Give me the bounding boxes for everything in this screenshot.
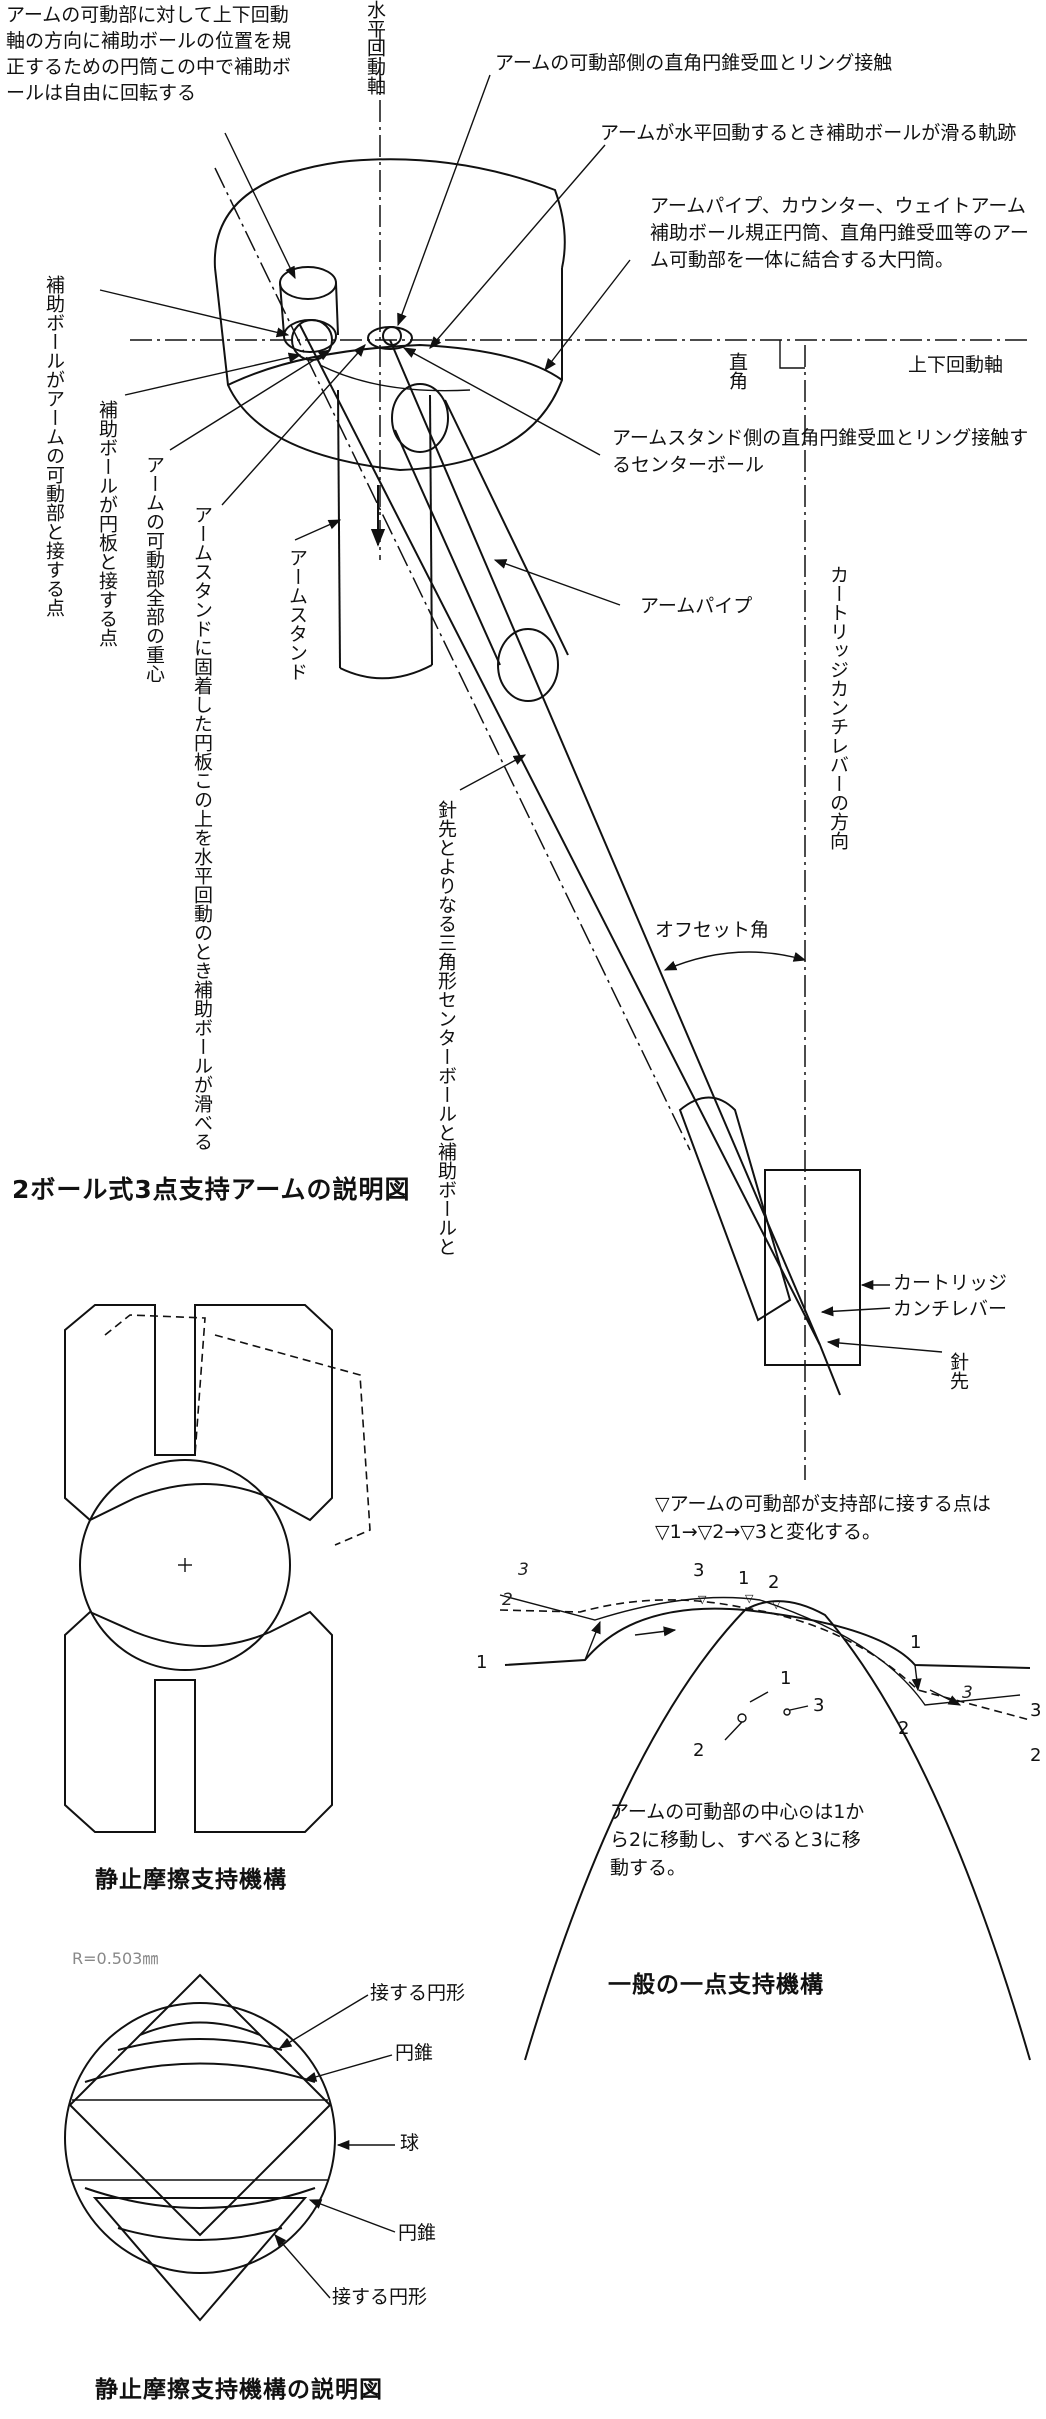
label-cantilever: カンチレバー: [893, 1298, 1008, 1320]
label-cone-ring: アームの可動部側の直角円錐受皿とリング接触: [495, 52, 893, 74]
fig2-title: 静止摩擦支持機構: [95, 1867, 287, 1893]
fig3-title: 一般の一点支持機構: [608, 1972, 824, 1998]
label-center-ball: アームスタンド側の直角円錐受皿とリング接触するセンターボール: [612, 427, 1029, 476]
label-horizontal-axis: 水平回動軸: [364, 0, 386, 95]
fig3-num-2-end: 2: [1030, 1745, 1042, 1766]
fig3-num-1-center: 1: [780, 1668, 792, 1689]
label-arm-pipe: アームパイプ: [640, 595, 753, 617]
fig3-note-top: ▽アームの可動部が支持部に接する点は▽1→▽2→▽3と変化する。: [655, 1493, 991, 1543]
fig3-num-1-right: 1: [910, 1632, 922, 1653]
fig1-title: 2ボール式3点支持アームの説明図: [12, 1175, 411, 1204]
fig3-num-3-right: 3: [962, 1683, 973, 1703]
label-arm-stand: アームスタンド: [286, 548, 308, 681]
fig4-label-cone-bottom: 円錐: [398, 2222, 437, 2244]
fig3-note-bottom: アームの可動部の中心⊙は1から2に移動し、すべると3に移動する。: [610, 1801, 865, 1879]
fig3-num-2-center: 2: [693, 1740, 705, 1761]
fig4-label-sphere: 球: [400, 2132, 420, 2154]
svg-text:▽: ▽: [772, 1598, 781, 1611]
fig3-num-1-top: 1: [738, 1568, 750, 1589]
fig4-label-circle-bottom: 接する円形: [332, 2286, 428, 2308]
label-aux-ball-contact: 補助ボールがアームの可動部と接する点: [43, 275, 65, 617]
label-aux-ball-disc: 補助ボールが円板と接する点: [96, 400, 118, 647]
fig3-num-3-left: 3: [518, 1560, 529, 1580]
label-offset-angle: オフセット角: [655, 919, 770, 941]
fig1-drawing: [99, 30, 1030, 1480]
svg-text:▽: ▽: [745, 1592, 754, 1605]
fig3-num-1-left: 1: [476, 1652, 488, 1673]
label-cylinder-restrict: アームの可動部に対して上下回動軸の方向に補助ボールの位置を規正するための円筒この…: [6, 4, 292, 104]
fig4-radius: R=0.503㎜: [72, 1949, 159, 1968]
fig4-title: 静止摩擦支持機構の説明図: [95, 2377, 383, 2403]
label-cog: アームの可動部全部の重心: [143, 455, 165, 683]
fig3-num-3-center: 3: [813, 1695, 825, 1716]
label-trace: アームが水平回動するとき補助ボールが滑る軌跡: [600, 122, 1017, 144]
label-cantilever-direction: カートリッジカンチレバーの方向: [827, 565, 849, 850]
label-right-angle: 直角: [726, 352, 748, 390]
fig4-label-circle-top: 接する円形: [370, 1982, 466, 2004]
label-cartridge: カートリッジ: [893, 1272, 1008, 1294]
fig4-drawing: [64, 1973, 396, 2322]
label-triangle: 針先とよりなる三角形センターボールと補助ボールと: [435, 800, 457, 1256]
fig4-label-cone-top: 円錐: [395, 2042, 434, 2064]
label-big-cylinder: アームパイプ、カウンター、ウェイトアーム補助ボール規正円筒、直角円錐受皿等のアー…: [650, 195, 1029, 271]
label-disc: アームスタンドに固着した円板この上を水平回動のとき補助ボールが滑べる: [191, 505, 213, 1151]
fig3-num-3-end: 3: [1030, 1700, 1042, 1721]
label-stylus: 針先: [947, 1352, 969, 1390]
svg-text:▽: ▽: [698, 1593, 707, 1606]
fig3-num-2-top: 2: [768, 1572, 780, 1593]
label-vertical-axis: 上下回動軸: [908, 354, 1004, 376]
fig3-drawing: ▽ ▽ ▽: [499, 1592, 1031, 2061]
fig3-num-2-left: 2: [502, 1590, 513, 1610]
fig3-num-3-top: 3: [693, 1560, 705, 1581]
fig2-drawing: [64, 1304, 371, 1833]
fig3-num-2-right: 2: [898, 1718, 910, 1739]
